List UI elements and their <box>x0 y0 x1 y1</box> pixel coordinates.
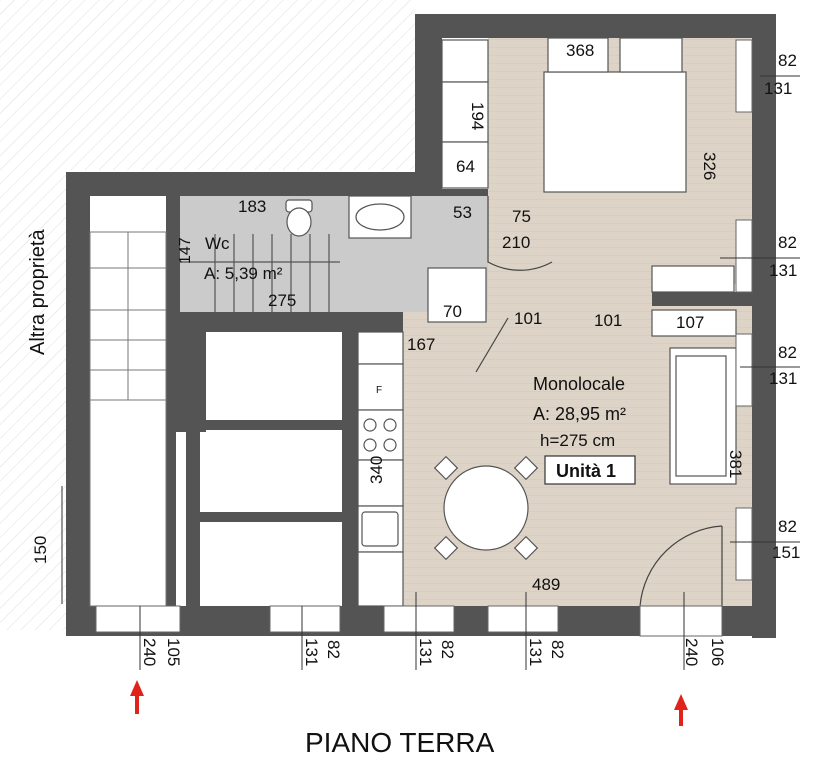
dim-bot3-a: 131 <box>416 638 435 666</box>
dim-win4-w: 82 <box>778 517 797 536</box>
dim-bot5-b: 106 <box>708 638 727 666</box>
dim-win2-w: 82 <box>778 233 797 252</box>
dim-kitchen-top: 167 <box>407 335 435 354</box>
room-name-wc: Wc <box>205 234 230 253</box>
dim-left-height: 150 <box>31 536 50 564</box>
dim-partition: 107 <box>676 313 704 332</box>
dim-win1-w: 82 <box>778 51 797 70</box>
bedroom-furniture <box>441 37 735 293</box>
dim-kitchen-len: 340 <box>367 456 386 484</box>
dim-bot5-a: 240 <box>682 638 701 666</box>
dim-bot1-a: 240 <box>140 638 159 666</box>
room-name-monolocale: Monolocale <box>533 374 625 394</box>
dim-bedroom-right: 326 <box>700 152 719 180</box>
neighbour-area-left <box>0 170 66 630</box>
dim-win4-h: 151 <box>772 543 800 562</box>
cooktop-icon <box>357 409 404 461</box>
dim-win1-h: 131 <box>764 79 792 98</box>
dim-door-inner-c: 101 <box>594 311 622 330</box>
dim-wc-door-w: 75 <box>512 207 531 226</box>
arrow-up-icon <box>130 680 144 714</box>
wc-fixtures <box>285 195 487 323</box>
kitchen <box>357 331 404 607</box>
wc-steps <box>180 234 340 312</box>
living-furniture <box>433 309 737 561</box>
dim-sofa-len: 381 <box>726 450 745 478</box>
entrance-arrows <box>130 680 688 726</box>
dim-wc-top: 183 <box>238 197 266 216</box>
staircase <box>89 231 167 607</box>
room-area-wc: A: 5,39 m² <box>204 264 283 283</box>
appliance-fridge: F <box>376 385 382 396</box>
arrow-up-icon <box>674 694 688 726</box>
dim-wc-door-h: 210 <box>502 233 530 252</box>
dimension-lines <box>61 75 800 670</box>
dim-win3-w: 82 <box>778 343 797 362</box>
bed-icon <box>543 71 687 193</box>
dim-wardrobe-upper: 194 <box>468 102 487 130</box>
walls <box>66 14 776 638</box>
unit-badge: Unità 1 <box>556 461 616 481</box>
room-area-monolocale: A: 28,95 m² <box>533 404 626 424</box>
windows <box>95 39 753 637</box>
side-label: Altra proprietà <box>27 229 49 355</box>
dim-bot2-a: 131 <box>302 638 321 666</box>
dim-room-bottom: 489 <box>532 575 560 594</box>
dim-bot3-b: 82 <box>438 640 457 659</box>
dim-win3-h: 131 <box>769 369 797 388</box>
dim-bot4-a: 131 <box>526 638 545 666</box>
shower-icon <box>427 267 487 323</box>
dim-wardrobe-lower: 64 <box>456 157 475 176</box>
dim-door-inner-w: 101 <box>514 309 542 328</box>
partition-box <box>651 309 737 337</box>
dim-shower: 70 <box>443 302 462 321</box>
room-height-monolocale: h=275 cm <box>540 431 615 450</box>
fridge-icon <box>357 363 404 411</box>
dim-win2-h: 131 <box>769 261 797 280</box>
table-icon <box>443 465 529 551</box>
page-title: PIANO TERRA <box>305 727 495 758</box>
dim-wc-bottom: 275 <box>268 291 296 310</box>
dim-wc-door-left: 53 <box>453 203 472 222</box>
unit-badge-frame <box>544 455 636 485</box>
dim-wc-left: 147 <box>177 237 194 264</box>
neighbour-area <box>0 0 415 170</box>
dim-bed-top: 368 <box>566 41 594 60</box>
corridor-floor <box>488 284 652 314</box>
dim-bot2-b: 82 <box>324 640 343 659</box>
dim-bot1-b: 105 <box>164 638 183 666</box>
dim-bot4-b: 82 <box>548 640 567 659</box>
doors <box>475 196 723 607</box>
